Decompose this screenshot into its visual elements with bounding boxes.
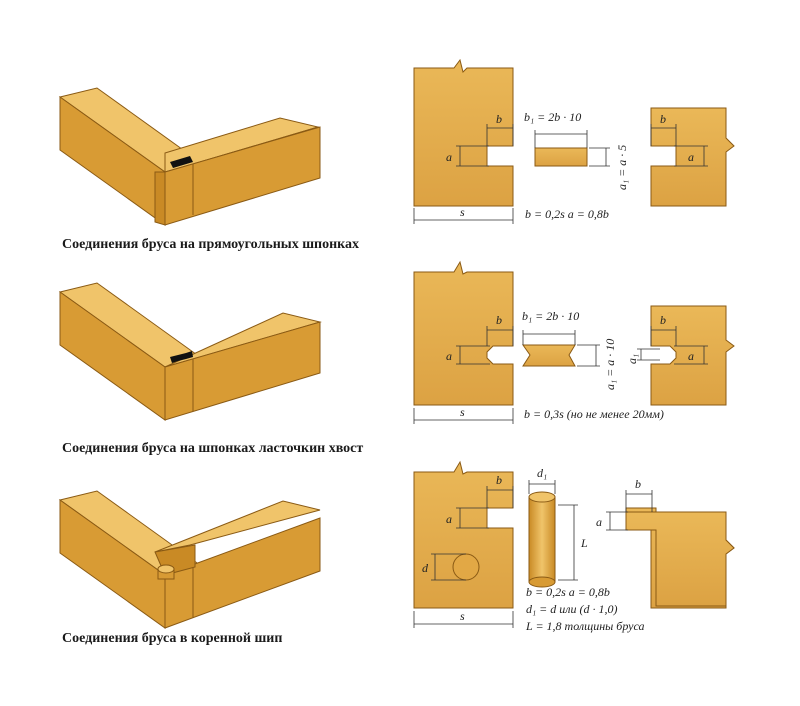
key-label-2: b₁ = 2b · 10 bbox=[522, 309, 579, 323]
label-b-r3: b bbox=[496, 473, 502, 487]
label-a-r2b: a bbox=[688, 349, 694, 363]
formula-2: b = 0,3s (но не менее 20мм) bbox=[524, 407, 664, 421]
label-b-2: b bbox=[660, 112, 666, 126]
drawing-3: a b d s d₁ L b a bbox=[413, 460, 735, 633]
label-a-r2: a bbox=[446, 349, 452, 363]
key-side-label-2: a₁ = a · 10 bbox=[603, 339, 617, 390]
iso-joint-3 bbox=[58, 490, 321, 629]
label-a-r3: a bbox=[446, 512, 452, 526]
label-a-r3b: a bbox=[596, 515, 602, 529]
label-b-r3b: b bbox=[635, 477, 641, 491]
iso-joint-2 bbox=[58, 282, 322, 421]
caption-3: Соединения бруса в коренной шип bbox=[62, 631, 282, 646]
drawing-2: a b s b₁ = 2b · 10 a₁ = a · 10 b a a₁ b bbox=[413, 260, 735, 424]
key-label-1: b₁ = 2b · 10 bbox=[524, 110, 581, 124]
drawing-1: a b s b₁ = 2b · 10 a₁ = a · 5 b a b = 0,… bbox=[413, 58, 735, 224]
label-b: b bbox=[496, 112, 502, 126]
key-side-label-1: a₁ = a · 5 bbox=[615, 145, 629, 190]
label-s-r2: s bbox=[460, 405, 465, 419]
label-a: a bbox=[446, 150, 452, 164]
label-s-r3: s bbox=[460, 609, 465, 623]
caption-2: Соединения бруса на шпонках ласточкин хв… bbox=[62, 441, 363, 456]
label-a-2: a bbox=[688, 150, 694, 164]
formula-3b: d₁ = d или (d · 1,0) bbox=[526, 602, 618, 616]
label-b-r2: b bbox=[496, 313, 502, 327]
iso-joint-1 bbox=[58, 87, 321, 226]
pin-top-label: d₁ bbox=[537, 466, 547, 480]
label-s: s bbox=[460, 205, 465, 219]
label-d: d bbox=[422, 561, 429, 575]
caption-1: Соединения бруса на прямоугольных шпонка… bbox=[62, 237, 359, 252]
formula-3a: b = 0,2s a = 0,8b bbox=[526, 585, 610, 599]
pin-side-label: L bbox=[580, 536, 588, 550]
label-b-r2b: b bbox=[660, 313, 666, 327]
label-a1: a₁ bbox=[625, 354, 639, 364]
formula-3c: L = 1,8 толщины бруса bbox=[525, 619, 645, 633]
formula-1: b = 0,2s a = 0,8b bbox=[525, 207, 609, 221]
